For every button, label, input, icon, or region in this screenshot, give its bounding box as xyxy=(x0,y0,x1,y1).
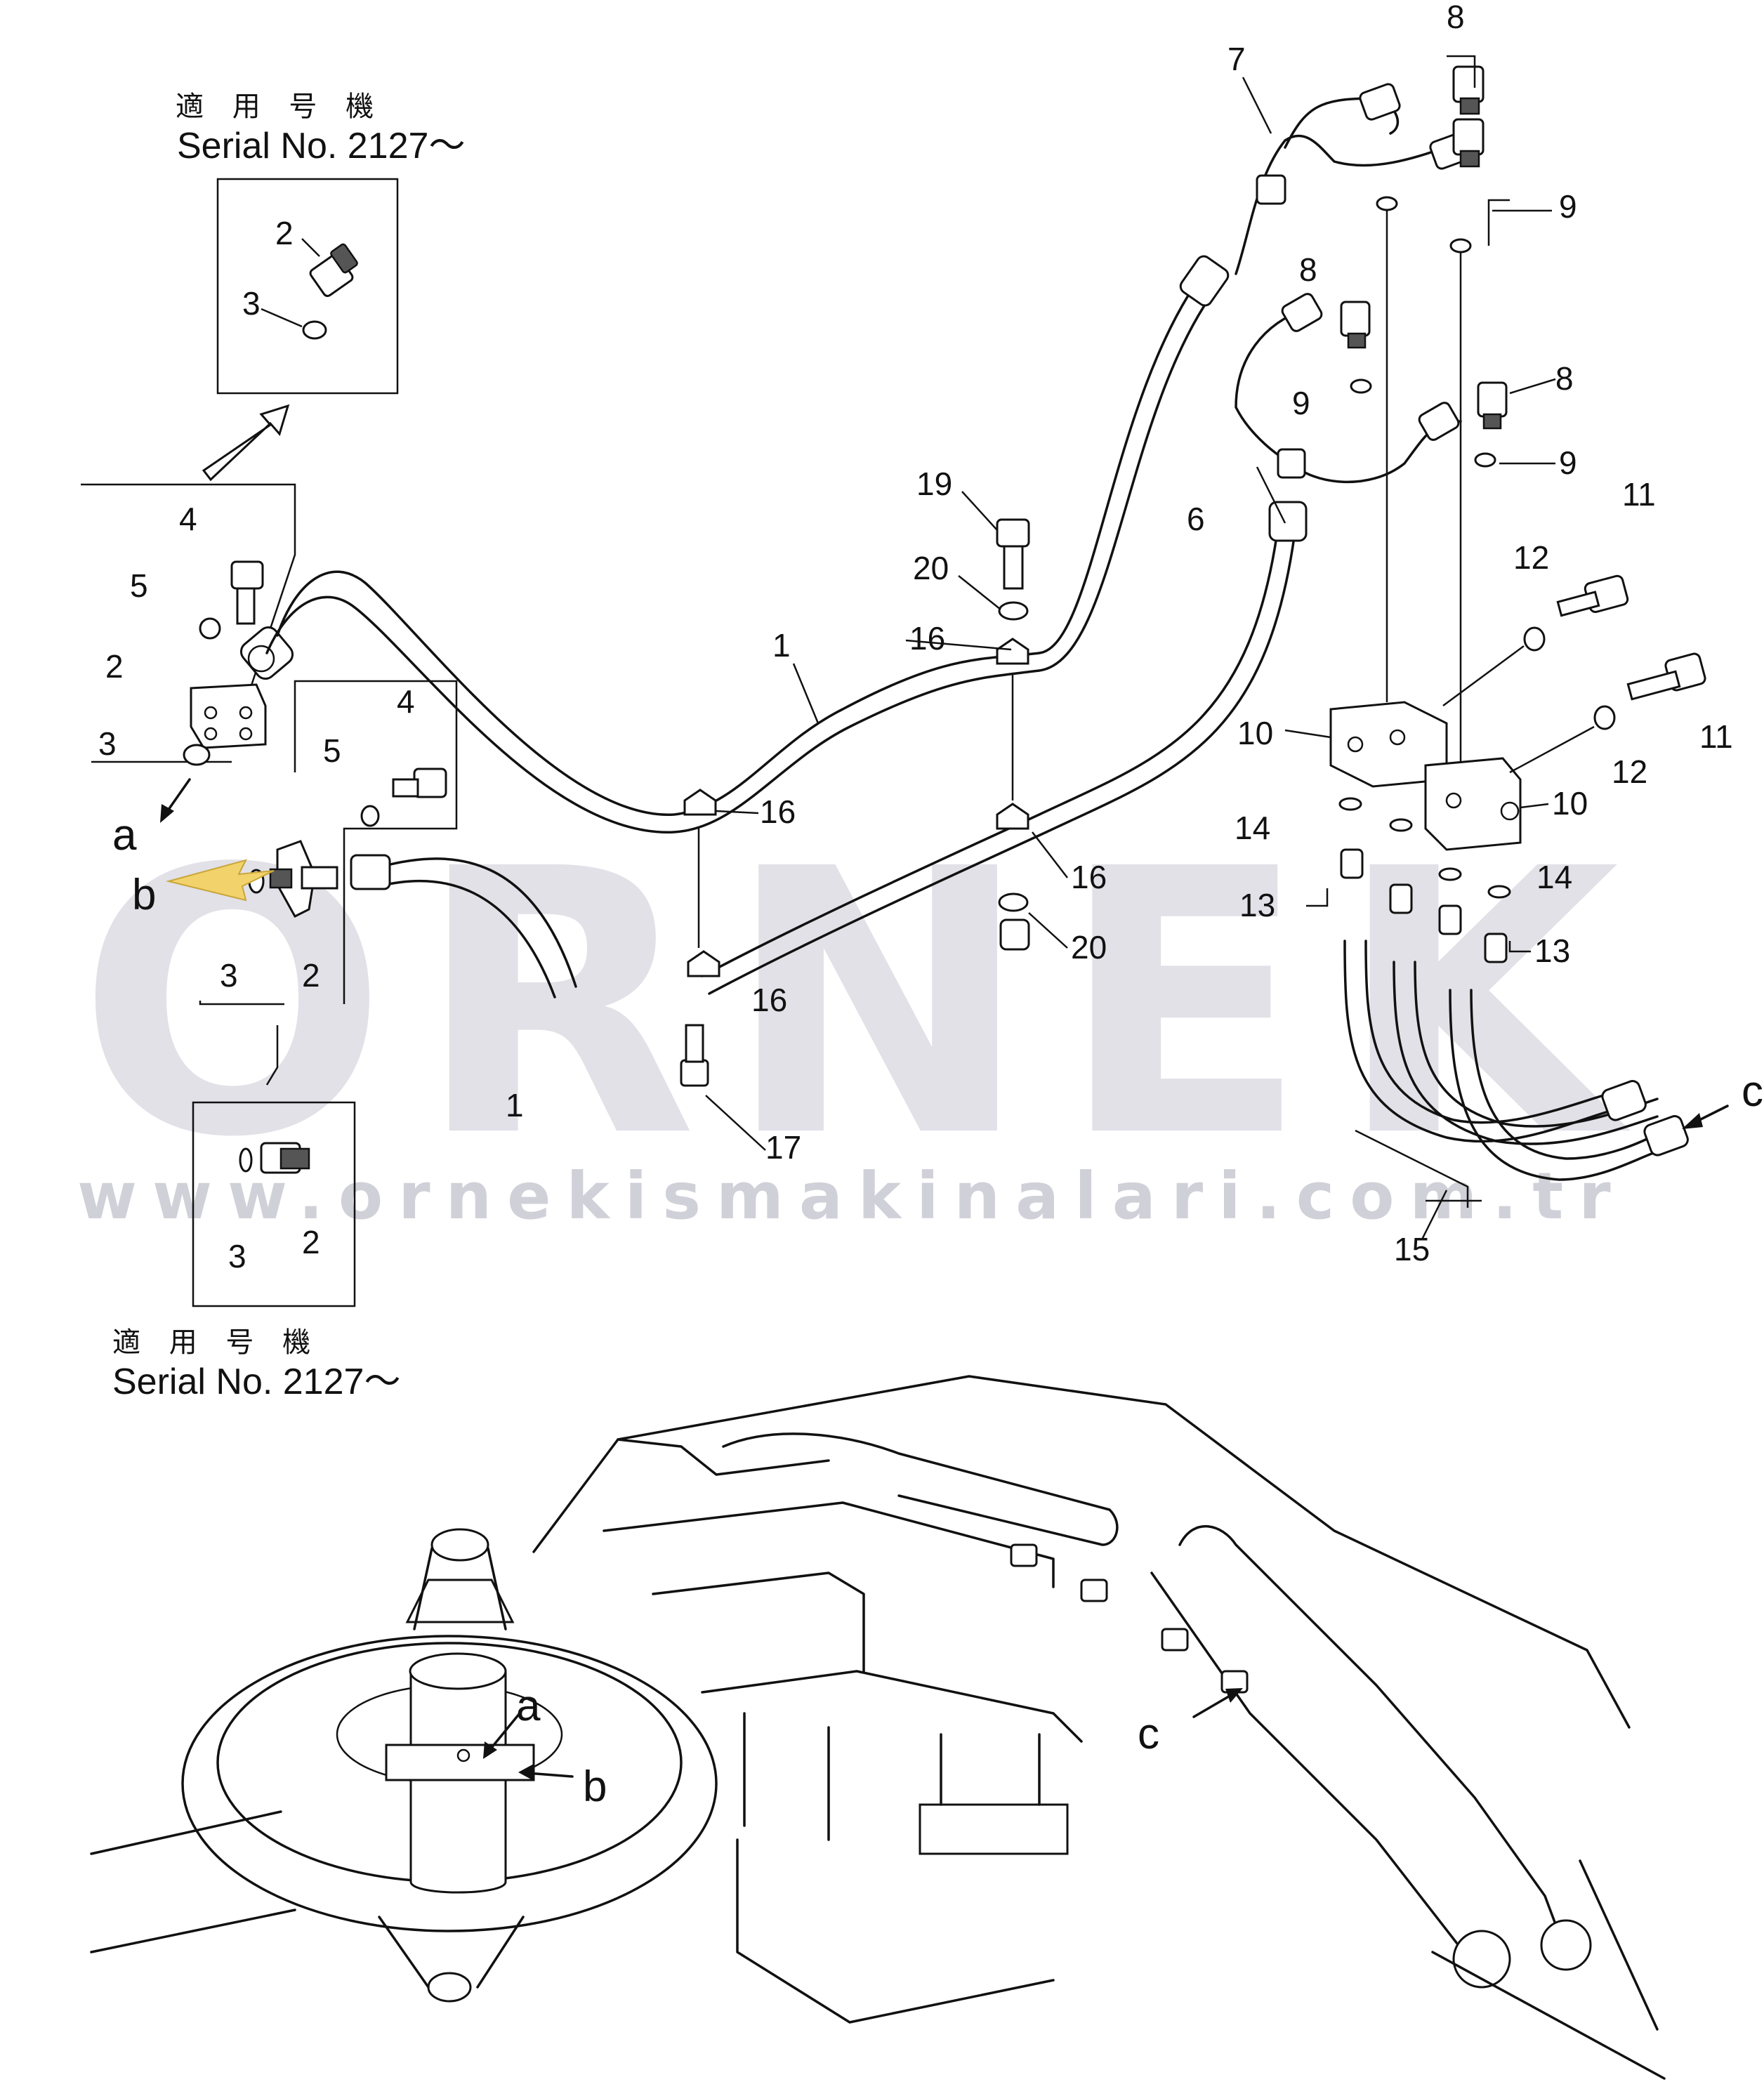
callout-labels: 1 1 2 2 2 2 3 3 3 3 4 4 5 5 6 7 8 8 8 9 … xyxy=(98,0,1733,1274)
block-part xyxy=(190,683,267,749)
detail-box-lower xyxy=(192,1101,356,1307)
view-letter-label: c xyxy=(1742,1067,1763,1116)
fitting-part-lower xyxy=(260,1142,310,1174)
callout-label: 5 xyxy=(323,732,341,769)
callout-label: 12 xyxy=(1513,539,1549,576)
serial-number-label-lower: Serial No. 2127～ xyxy=(112,1362,400,1402)
block-part-lower xyxy=(269,840,338,918)
callout-label: 12 xyxy=(1612,753,1647,790)
callout-label: 3 xyxy=(98,725,117,762)
view-letters: a b c a b c xyxy=(112,811,1763,1811)
callout-label: 2 xyxy=(302,957,320,994)
callout-label: 16 xyxy=(751,982,787,1018)
serial-number-label: Serial No. 2127～ xyxy=(177,126,465,166)
callout-label: 16 xyxy=(1071,859,1107,895)
callout-label: 16 xyxy=(760,793,796,830)
callout-label: 19 xyxy=(916,466,952,502)
callout-label: 11 xyxy=(1699,718,1733,755)
callout-label: 8 xyxy=(1447,0,1465,35)
hose-group xyxy=(1343,940,1729,1208)
callout-label: 4 xyxy=(397,683,415,720)
callout-label: 9 xyxy=(1559,188,1577,225)
callout-label: 10 xyxy=(1552,785,1588,822)
callout-label: 1 xyxy=(506,1087,524,1123)
view-letter-label: a xyxy=(112,811,137,859)
view-letter-label: b xyxy=(132,871,156,919)
callout-label: 6 xyxy=(1187,501,1205,537)
detail-box xyxy=(216,178,399,395)
callout-label: 3 xyxy=(242,285,261,322)
view-letter-label: b xyxy=(583,1762,607,1811)
callout-label: 20 xyxy=(913,550,949,586)
callout-label: 2 xyxy=(275,215,294,251)
swivel-bracket-group xyxy=(81,483,458,1004)
clamp-part xyxy=(683,638,1029,977)
callout-label: 8 xyxy=(1299,251,1317,288)
leader-lines xyxy=(705,55,1556,1240)
callout-label: 13 xyxy=(1534,933,1570,969)
callout-label: 20 xyxy=(1071,929,1107,966)
fitting-part xyxy=(301,238,358,297)
tee-pipe-group xyxy=(1235,65,1508,765)
callout-label: 16 xyxy=(909,620,945,657)
callout-label: 14 xyxy=(1536,859,1572,895)
valve-block-group xyxy=(1329,574,1706,963)
callout-label: 7 xyxy=(1227,41,1246,77)
o-ring-part xyxy=(302,320,327,340)
callout-label: 11 xyxy=(1622,476,1656,513)
watermark-brand: ORNEK xyxy=(77,791,1647,1217)
serial-detail-top: 適 用 号 機 Serial No. 2127～ xyxy=(176,91,465,482)
watermark-url: www.ornekismakinalari.com.tr xyxy=(77,1159,1626,1234)
callout-label: 9 xyxy=(1559,444,1577,481)
view-letter-label: a xyxy=(516,1682,541,1730)
callout-label: 4 xyxy=(179,501,197,537)
callout-label: 1 xyxy=(772,627,791,664)
callout-label: 3 xyxy=(220,957,238,994)
watermark: ORNEK www.ornekismakinalari.com.tr xyxy=(77,791,1647,1234)
callout-label: 13 xyxy=(1239,887,1275,923)
bolt-stack xyxy=(680,518,1030,1087)
detail-arrow-icon xyxy=(202,404,290,482)
callout-label: 5 xyxy=(130,567,148,604)
callout-label: 3 xyxy=(228,1238,246,1274)
callout-label: 17 xyxy=(765,1129,801,1166)
machine-frame xyxy=(90,1375,1666,2080)
view-letter-label: c xyxy=(1138,1710,1159,1758)
serial-jp-label-lower: 適 用 号 機 xyxy=(112,1326,320,1359)
view-arrow-icon xyxy=(166,859,275,902)
callout-label: 9 xyxy=(1292,385,1310,421)
bolt-part xyxy=(230,560,264,625)
callout-label: 14 xyxy=(1235,810,1270,846)
callout-label: 10 xyxy=(1237,715,1273,751)
serial-jp-label: 適 用 号 機 xyxy=(176,91,383,123)
serial-detail-bottom: 適 用 号 機 Serial No. 2127～ xyxy=(112,1001,400,1402)
callout-label: 2 xyxy=(105,648,124,685)
callout-label: 8 xyxy=(1555,360,1574,397)
pipe-assembly xyxy=(265,255,1308,999)
callout-label: 2 xyxy=(302,1224,320,1260)
